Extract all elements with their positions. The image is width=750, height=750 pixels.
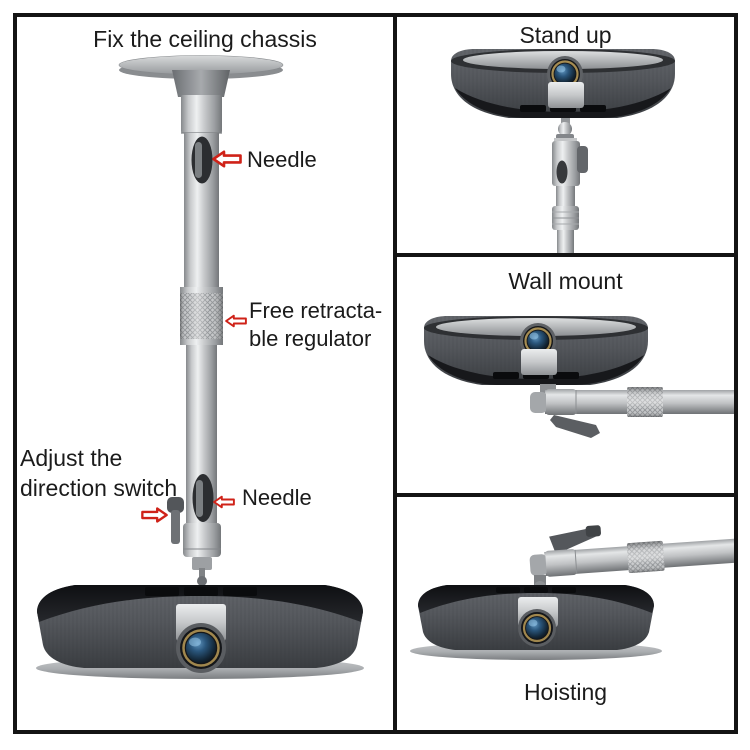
panel-title-wall-mount: Wall mount xyxy=(508,268,623,294)
hoisting-arm xyxy=(529,525,738,577)
lens-bracket xyxy=(548,82,584,108)
direction-switch-lever xyxy=(167,497,184,513)
panel-stand-up: Stand up xyxy=(393,13,738,257)
panel-title-ceiling-chassis: Fix the ceiling chassis xyxy=(93,26,317,52)
wall-mount-arm xyxy=(530,387,734,438)
lens-bracket xyxy=(521,349,557,375)
panel-title-hoisting: Hoisting xyxy=(523,679,608,705)
projector-stand-up xyxy=(451,49,675,118)
label-needle-bottom: Needle xyxy=(242,485,312,510)
red-arrow-left-icon xyxy=(225,313,247,329)
label-adjust-direction-switch: Adjust the direction switch xyxy=(20,445,178,501)
pole-top-cylinder xyxy=(181,95,222,133)
label-needle-top: Needle xyxy=(247,147,317,172)
label-free-retractable-regulator: Free retracta- ble regulator xyxy=(249,298,383,351)
stand-pole-lower xyxy=(557,230,574,253)
scene-wall-mount xyxy=(424,316,734,438)
panel-hoisting: Hoisting xyxy=(393,493,738,734)
scene-stand-up xyxy=(451,49,675,253)
red-arrow-right-icon xyxy=(141,506,168,524)
ceiling-collar xyxy=(172,70,230,97)
red-arrow-left-icon xyxy=(213,494,235,510)
scene-hoisting xyxy=(410,525,738,660)
stand-lever xyxy=(577,146,588,173)
projector-hoisted-main xyxy=(36,585,364,679)
red-arrow-left-icon xyxy=(212,150,242,168)
arm-lever xyxy=(550,415,600,438)
projector-wall-mount xyxy=(424,316,648,385)
panel-title-stand-up: Stand up xyxy=(519,22,612,48)
panel-ceiling-chassis: Fix the ceiling chassis Needle Free retr… xyxy=(13,13,397,734)
panel-wall-mount: Wall mount xyxy=(393,253,738,497)
projector-hoisting xyxy=(410,585,662,660)
ball-joint xyxy=(558,122,572,136)
